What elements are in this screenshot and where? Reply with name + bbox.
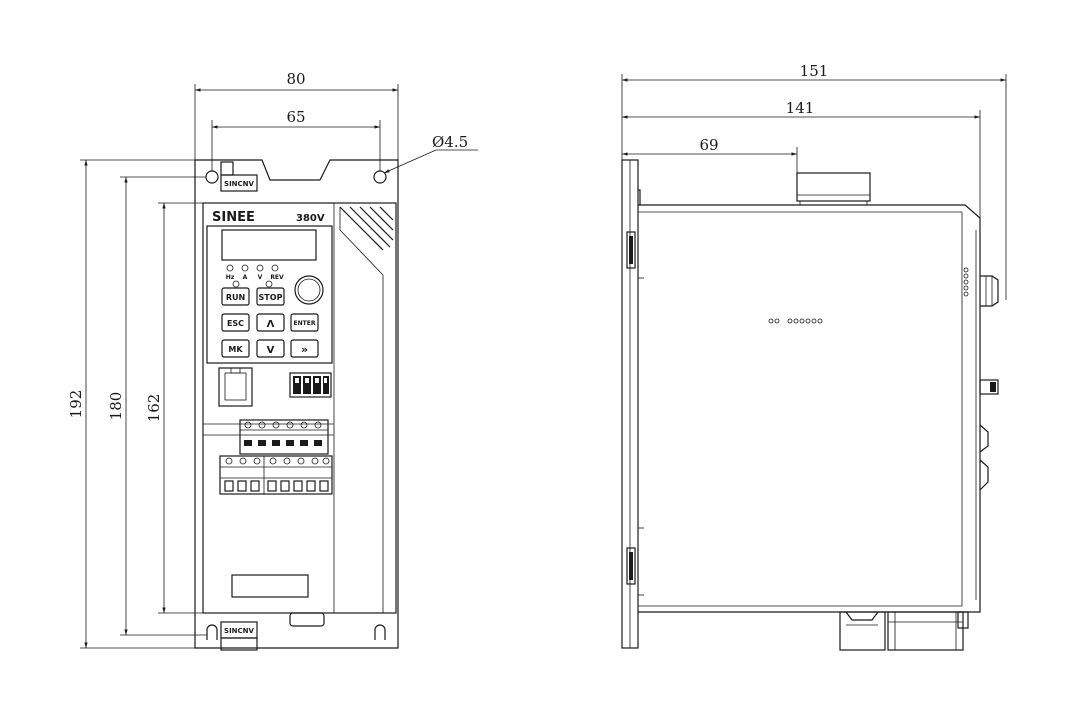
indicator-v: V bbox=[258, 274, 263, 281]
dim-height-overall: 192 bbox=[67, 390, 85, 419]
up-key[interactable] bbox=[256, 313, 285, 332]
side-top-step bbox=[638, 189, 641, 205]
indicator-leds: Hz A V REV bbox=[226, 264, 284, 288]
indicator-rev: REV bbox=[270, 274, 284, 281]
enter-key[interactable] bbox=[290, 313, 319, 332]
mount-slot-bottom-right bbox=[374, 624, 386, 640]
top-tag-clip bbox=[220, 161, 234, 176]
down-key-label: V bbox=[267, 345, 275, 356]
side-slot-bottom bbox=[626, 547, 636, 585]
potentiometer-knob[interactable] bbox=[294, 275, 324, 305]
side-body-outline bbox=[638, 204, 981, 613]
bottom-tag-text: SINCNV bbox=[224, 627, 255, 635]
side-slot-top bbox=[626, 231, 636, 269]
dim-width-overall: 80 bbox=[286, 70, 305, 88]
dim-depth-body: 141 bbox=[786, 99, 815, 117]
down-key[interactable] bbox=[256, 339, 285, 358]
indicator-hz: Hz bbox=[226, 274, 235, 281]
brand-logo: SINEE bbox=[212, 210, 255, 225]
top-tag-text: SINCNV bbox=[224, 180, 255, 188]
side-label-dots bbox=[768, 318, 823, 324]
knob-inner-ring bbox=[297, 278, 321, 302]
side-right-features bbox=[963, 230, 999, 600]
front-housing-outline bbox=[194, 159, 399, 649]
stop-key[interactable] bbox=[256, 287, 285, 306]
up-key-label: Λ bbox=[267, 319, 275, 330]
dim-depth-feature: 69 bbox=[699, 136, 718, 154]
rj45-inner bbox=[224, 372, 247, 401]
shift-key-label: » bbox=[301, 343, 308, 356]
dim-mount-spacing: 65 bbox=[286, 108, 305, 126]
dim-mount-height: 180 bbox=[107, 392, 125, 421]
mount-hole-top-left bbox=[205, 170, 219, 184]
rj45-latch bbox=[230, 367, 241, 374]
run-key[interactable] bbox=[221, 287, 250, 306]
dim-depth-overall: 151 bbox=[800, 62, 829, 80]
esc-key[interactable] bbox=[221, 313, 250, 332]
side-view bbox=[621, 159, 999, 651]
stop-key-label: STOP bbox=[259, 293, 283, 302]
front-panel bbox=[202, 202, 397, 614]
front-dimensions: 80 65 Ø4.5 192 180 162 bbox=[67, 70, 478, 649]
voltage-label: 380V bbox=[296, 213, 325, 224]
indicator-a: A bbox=[243, 274, 248, 281]
top-tag bbox=[220, 174, 258, 192]
run-key-label: RUN bbox=[226, 293, 245, 302]
keypad-panel bbox=[206, 225, 333, 364]
side-dimensions: 151 141 69 bbox=[621, 62, 1007, 300]
terminal-block-upper bbox=[239, 419, 329, 455]
bottom-tag-foot bbox=[220, 637, 258, 651]
vent-hatch bbox=[339, 206, 394, 613]
shift-key[interactable] bbox=[290, 339, 319, 358]
nameplate bbox=[231, 574, 309, 598]
lcd-display bbox=[221, 229, 317, 261]
enter-key-label: ENTER bbox=[294, 320, 316, 327]
dim-body-height: 162 bbox=[145, 394, 163, 423]
mk-key[interactable] bbox=[221, 339, 250, 358]
front-view: SINCNV SINEE 380V Hz A V REV RUN STOP bbox=[194, 159, 399, 651]
bottom-latch bbox=[289, 612, 325, 627]
dip-switches bbox=[289, 372, 332, 398]
side-bottom-connectors bbox=[839, 611, 969, 651]
esc-key-label: ESC bbox=[227, 319, 244, 328]
terminal-block-lower bbox=[219, 455, 333, 495]
mk-key-label: MK bbox=[228, 345, 243, 354]
dim-hole-diameter: Ø4.5 bbox=[432, 133, 468, 151]
side-top-connector bbox=[796, 172, 871, 202]
mount-slot-bottom-left bbox=[206, 624, 218, 640]
